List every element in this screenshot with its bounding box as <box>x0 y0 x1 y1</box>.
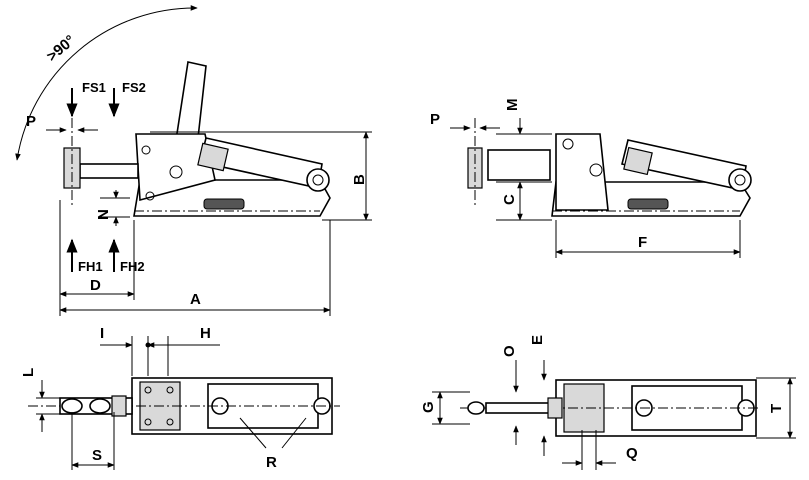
label-m: M <box>504 99 521 112</box>
label-a: A <box>190 291 201 308</box>
label-s: S <box>92 447 102 464</box>
label-fh2: FH2 <box>120 259 145 274</box>
raised-handle <box>175 61 207 141</box>
opening-arc <box>15 5 198 161</box>
label-h: H <box>200 325 211 342</box>
label-n: N <box>95 209 112 220</box>
label-l: L <box>20 368 37 377</box>
label-p-left: P <box>26 113 36 130</box>
label-fs1: FS1 <box>82 80 106 95</box>
label-c: C <box>501 194 518 205</box>
label-f: F <box>638 234 647 251</box>
label-b: B <box>351 174 368 185</box>
side-view-left: >90° FS1 FS2 P N FH1 FH2 D A B <box>15 5 372 316</box>
label-r: R <box>266 454 277 471</box>
label-fh1: FH1 <box>78 259 103 274</box>
label-fs2: FS2 <box>122 80 146 95</box>
label-o: O <box>501 345 518 357</box>
label-d: D <box>90 277 101 294</box>
label-q: Q <box>626 445 638 462</box>
label-g: G <box>420 401 437 413</box>
label-i: I <box>100 325 104 342</box>
label-angle: >90° <box>43 32 78 65</box>
top-view-right: O E G Q T <box>420 335 796 470</box>
top-view-left: I H L S R <box>20 325 340 471</box>
side-view-right: P M C F <box>430 99 752 258</box>
label-t: T <box>768 404 785 413</box>
label-e: E <box>529 335 546 345</box>
label-p-right: P <box>430 111 440 128</box>
